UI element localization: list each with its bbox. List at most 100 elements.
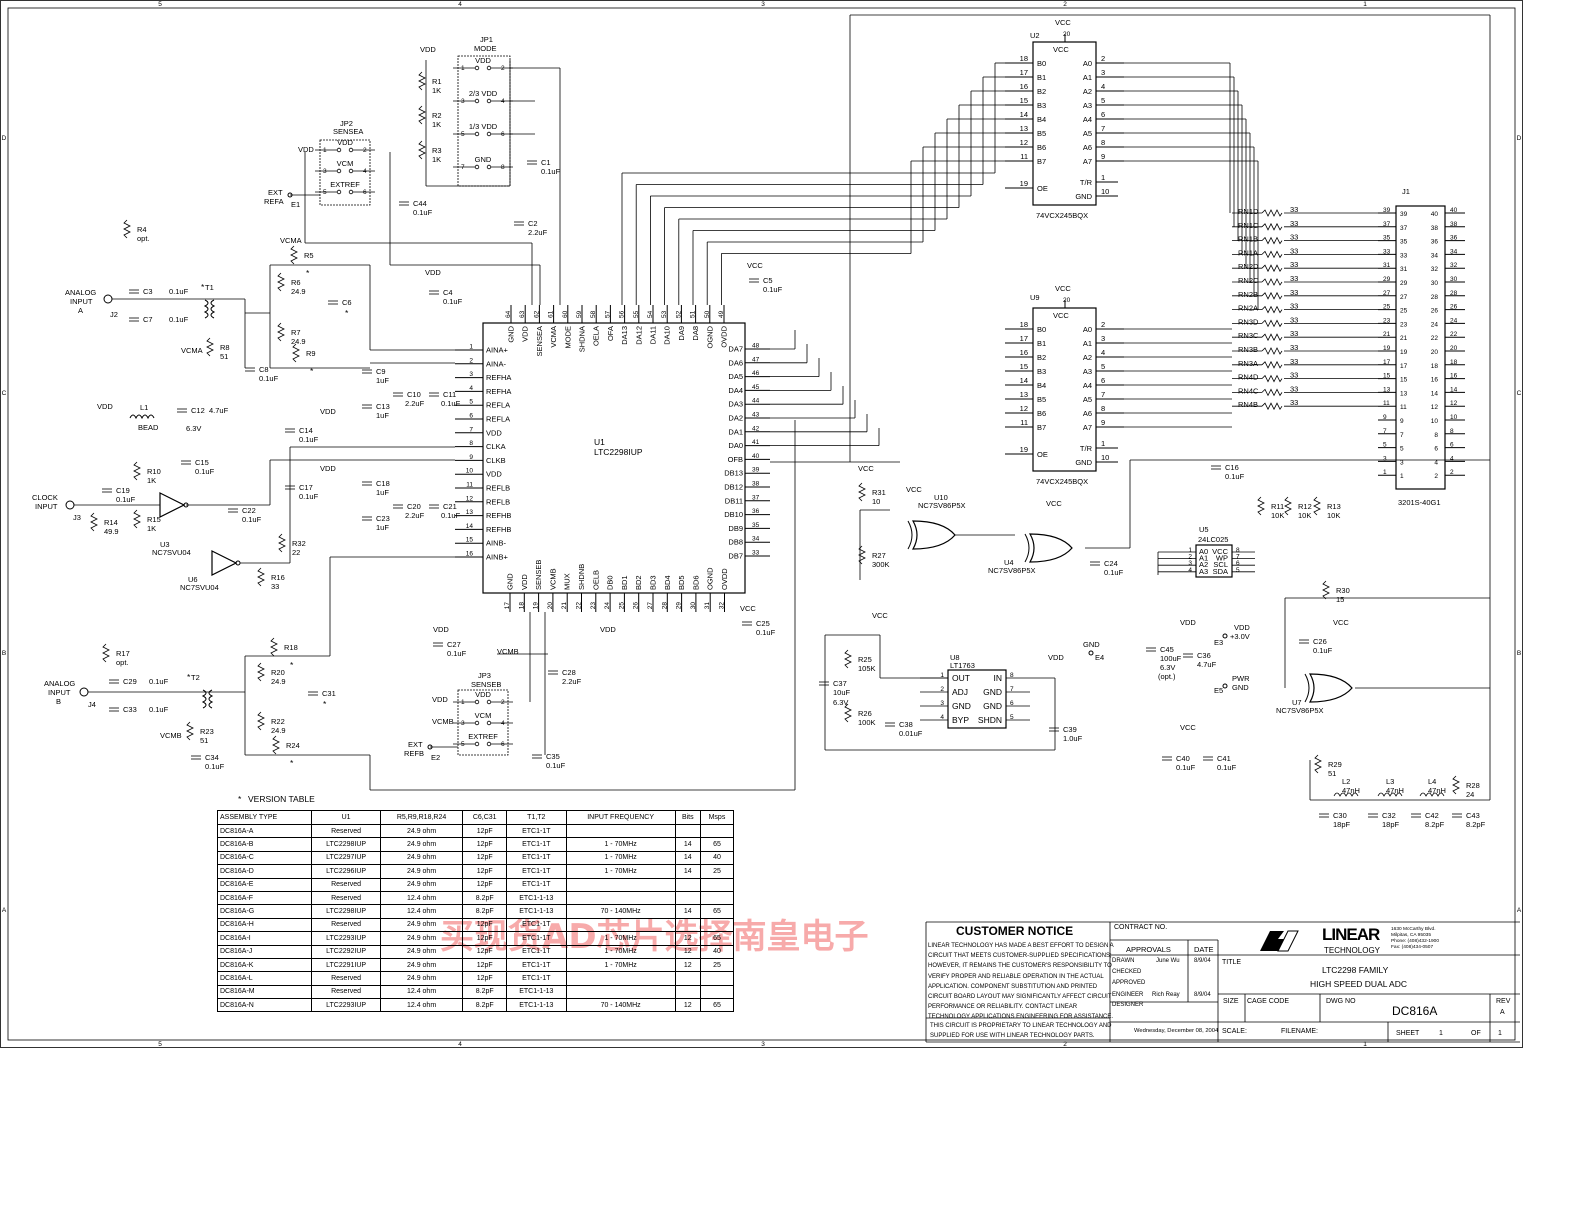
proprietary-notice-line: SUPPLIED FOR USE WITH LINEAR TECHNOLOGY …: [930, 1033, 1095, 1039]
net-label: VCC: [747, 261, 763, 270]
approved-label: APPROVED: [1112, 980, 1146, 986]
j1-pin-number: 4: [1450, 455, 1454, 462]
u5-ref: U5: [1199, 525, 1209, 534]
component-ref: C38: [899, 720, 913, 729]
buffer-pin-signal: B0: [1037, 325, 1046, 334]
customer-notice-line: APPLICATION. COMPONENT SUBSTITUTION AND …: [928, 983, 1098, 990]
resistor-symbol: [257, 662, 265, 682]
j1-pin-number: 37: [1383, 221, 1391, 228]
u1-pin-number: 33: [752, 550, 760, 557]
table-cell: DC816A-G: [216, 904, 313, 919]
input-b-l1: ANALOG: [44, 679, 75, 688]
table-cell: DC816A-D: [216, 864, 313, 879]
component-ref: C41: [1217, 754, 1231, 763]
component-ref: C1: [541, 158, 551, 167]
u1-pin-number: 42: [752, 425, 760, 432]
u1-pin-signal: AINA-: [486, 359, 507, 368]
u1-pin-signal: DB12: [724, 483, 743, 492]
table-cell: LTC2296IUP: [311, 864, 381, 879]
table-cell: DC816A-A: [216, 823, 313, 839]
table-cell: 24.9 ohm: [379, 823, 464, 839]
j1-pin-number: 6: [1434, 446, 1438, 453]
j2-connector: [103, 294, 113, 304]
table-cell: 12: [674, 931, 701, 946]
u1-adc-body: [482, 322, 746, 594]
u1-pin-number: 21: [561, 602, 568, 610]
table-cell: Reserved: [311, 984, 381, 1000]
u1-pin-number: 23: [590, 602, 597, 610]
component-value: 0.1uF: [756, 628, 776, 637]
net-label: VCC: [858, 464, 874, 473]
u1-pin-signal: DA5: [728, 372, 743, 381]
u1-pin-number: 36: [752, 508, 760, 515]
u1-pin-signal: REFLB: [486, 484, 510, 493]
j4-ref: J4: [88, 700, 96, 709]
table-cell: 24.9 ohm: [379, 850, 464, 866]
jumper-pin: [486, 699, 492, 705]
buffer-pin-signal: B4: [1037, 115, 1046, 124]
u1-pin-number: 6: [469, 413, 473, 420]
jumper-pin-number: 3: [461, 720, 465, 727]
u1-pin-number: 15: [466, 537, 474, 544]
buffer-pin-signal: B7: [1037, 157, 1046, 166]
u1-pin-number: 3: [469, 371, 473, 378]
jumper-pin: [486, 65, 492, 71]
component-value: 0.1uF: [259, 374, 279, 383]
rn-value: 33: [1290, 260, 1298, 269]
inductor-symbol: [1377, 792, 1403, 797]
table-cell: 1 - 70MHz: [565, 864, 676, 879]
jumper-option: EXTREF: [468, 732, 498, 741]
u1-pin-number: 63: [519, 310, 526, 318]
gate-part: NC7SV86P5X: [1276, 706, 1324, 715]
j1-pin-number: 26: [1450, 304, 1458, 311]
component-value: 2.2uF: [405, 511, 425, 520]
component-value: 10uF: [833, 688, 851, 697]
resistor-symbol: [290, 245, 298, 265]
j1-pin-number: 33: [1400, 252, 1408, 259]
rn-value: 33: [1290, 384, 1298, 393]
resistor-symbol: [1314, 754, 1322, 774]
component-ref: R22: [271, 717, 285, 726]
table-cell: ETC1-1T: [506, 944, 567, 959]
u5-pin-signal: A2: [1199, 560, 1208, 569]
component-ref: C42: [1425, 811, 1439, 820]
buffer-pin-signal: A6: [1083, 409, 1092, 418]
net-label: VCC: [906, 485, 922, 494]
u1-pin-signal: DB11: [725, 496, 743, 505]
table-cell: 8.2pF: [462, 904, 508, 919]
component-ref: C11: [443, 390, 456, 399]
resistor-symbol: [133, 461, 141, 481]
table-cell: [699, 971, 735, 986]
j1-pin-number: 1: [1400, 473, 1404, 480]
j1-pin-number: 17: [1400, 363, 1408, 370]
buffer-pin-signal: OE: [1037, 184, 1048, 193]
component-ref: C26: [1313, 637, 1327, 646]
title-line-1: LTC2298 FAMILY: [1322, 965, 1389, 975]
e4-ref: E4: [1095, 653, 1104, 662]
table-cell: Reserved: [311, 971, 381, 986]
u2-buffer-body: [1032, 41, 1097, 206]
table-cell: 12.4 ohm: [379, 890, 464, 906]
e4-gnd: GND: [1083, 640, 1100, 649]
u1-pin-signal: REFHB: [486, 525, 511, 534]
u1-pin-signal: AINA+: [486, 346, 509, 355]
buffer-pin-number: 12: [1020, 138, 1028, 147]
table-cell: DC816A-E: [216, 877, 313, 892]
net-label: VDD: [1180, 618, 1196, 627]
net-label: VDD: [298, 145, 314, 154]
buffer-pin-number: 13: [1020, 390, 1028, 399]
j1-pin-number: 40: [1431, 211, 1439, 218]
title-line-2: HIGH SPEED DUAL ADC: [1310, 979, 1407, 989]
jp2-ref: JP2: [340, 119, 353, 128]
j1-pin-number: 12: [1431, 404, 1439, 411]
j1-pin-number: 4: [1434, 459, 1438, 466]
component-ref: R17: [116, 649, 130, 658]
table-cell: 12pF: [462, 850, 508, 866]
j1-pin-number: 35: [1383, 235, 1391, 242]
table-cell: DC816A-I: [216, 931, 313, 946]
j1-pin-number: 30: [1450, 276, 1458, 283]
component-ref: R2: [432, 111, 442, 120]
